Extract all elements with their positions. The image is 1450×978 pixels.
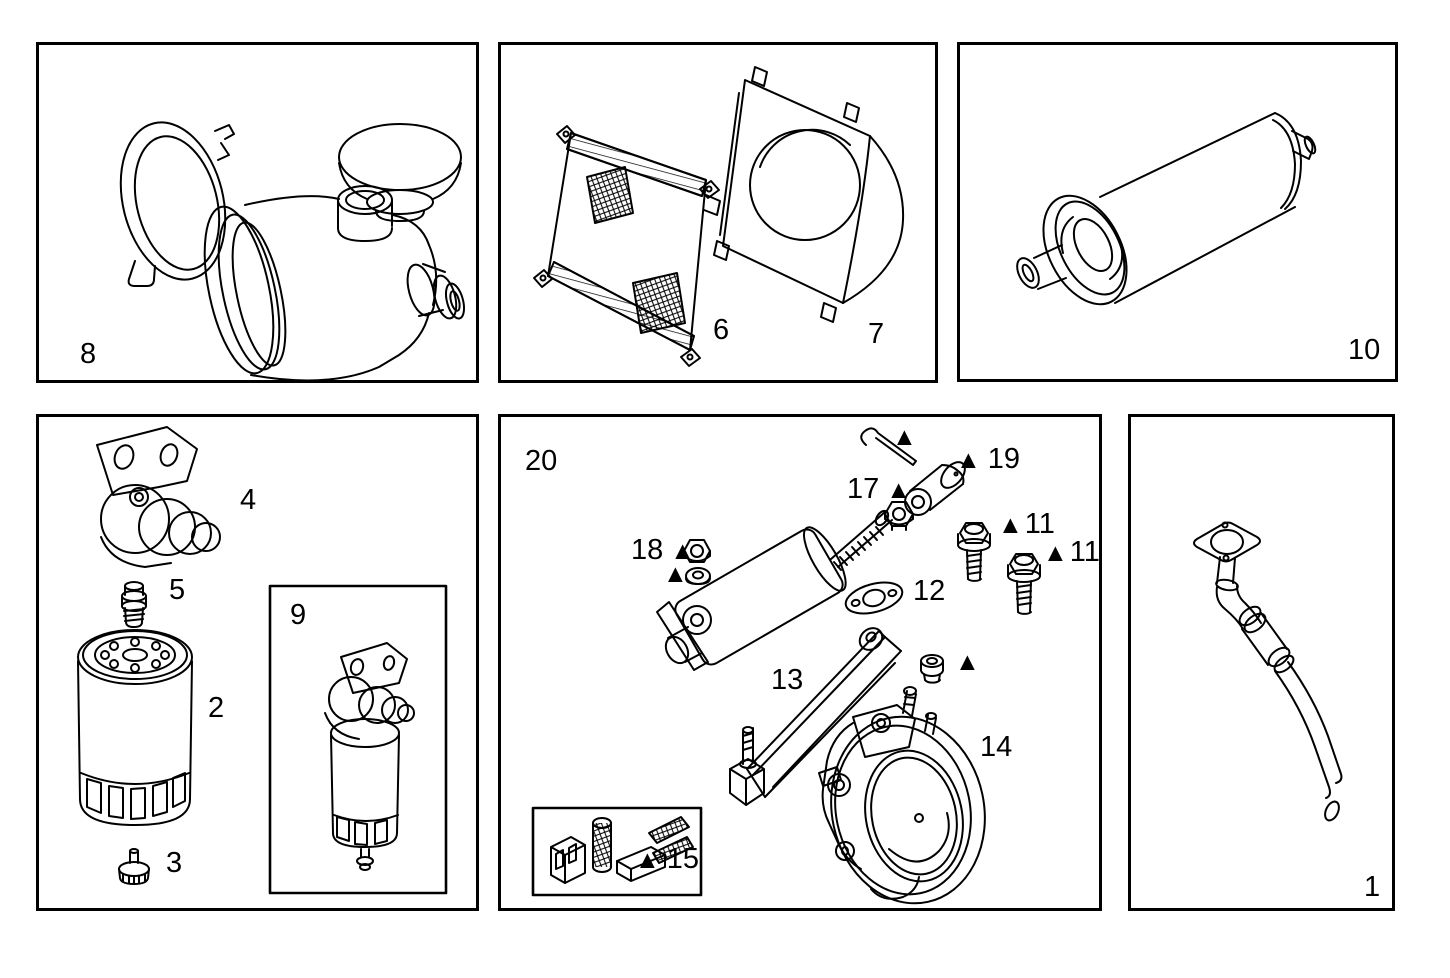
inset-box-15 [531, 806, 703, 897]
cap-drawing [338, 123, 462, 222]
part-ref-6: 6 [713, 314, 730, 346]
panel-cooling: 6 7 [498, 42, 938, 383]
part-ref-15: ▲ 15 [635, 843, 700, 875]
part-ref-5: 5 [169, 574, 186, 606]
oil-filler-art [1193, 521, 1343, 822]
pump-cylinder-drawing [656, 526, 847, 671]
cartridge-drawing [77, 629, 193, 826]
part-ref-10: 10 [1348, 334, 1381, 366]
part-ref-17: 17 ▲ [847, 473, 912, 505]
coupling-drawing [904, 461, 966, 516]
nut-17-drawing [884, 501, 914, 531]
plunger-rod-drawing [830, 509, 893, 571]
kit-marker-icon: ▲ [670, 537, 696, 565]
kit-marker-icon: ▲ [998, 511, 1023, 539]
pump-body-drawing [818, 686, 986, 905]
nut-18-drawing [683, 539, 711, 563]
part-ref-19: ▲ 19 [956, 443, 1021, 475]
part-ref-11a: ▲ 11 [998, 508, 1055, 540]
part-ref-18: 18 ▲ [631, 534, 696, 566]
muffler-art [1016, 112, 1317, 306]
panel-oil-filler: 1 [1128, 414, 1395, 911]
panel-fuel-filter: 4 5 9 2 3 [36, 414, 479, 911]
kit-marker-icon: ▲ [663, 560, 688, 588]
filler-tube-drawing [1193, 521, 1343, 822]
kit-marker-icon: ▲ [956, 446, 981, 474]
part-ref-7: 7 [868, 318, 885, 350]
part-ref-11b: ▲ 11 [1043, 536, 1100, 568]
group-ref-20: 20 [525, 445, 558, 477]
nipple-drawing [121, 581, 147, 628]
drain-plug-drawing [118, 848, 150, 885]
cap-fitting-drawing [920, 654, 944, 684]
bent-pin-drawing [860, 427, 917, 466]
fan-shroud-drawing [713, 66, 905, 323]
cooling-art [533, 66, 905, 367]
part-ref-4: 4 [240, 484, 257, 516]
part-ref-2: 2 [208, 692, 225, 724]
panel-air-cleaner: 8 [36, 42, 479, 383]
washer-drawing [685, 567, 711, 585]
fuel-pump-art [531, 427, 1041, 905]
panel-fuel-pump-group: 20 ▲ ▲ 19 17 ▲ 18 ▲ ▲ ▲ 11 ▲ 11 12 13 ▲ … [498, 414, 1102, 911]
panel-muffler: 10 [957, 42, 1398, 382]
housing-drawing [203, 185, 466, 380]
connector-kit-drawing [550, 816, 694, 884]
part-ref-13: 13 [771, 664, 804, 696]
part-ref-14: 14 [980, 731, 1013, 763]
air-cleaner-art [119, 121, 466, 380]
clamp-band-drawing [119, 121, 235, 287]
filter-assembly-drawing [324, 642, 415, 871]
kit-marker-icon: ▲ [886, 476, 912, 504]
bolt-11b-drawing [1007, 553, 1041, 615]
part-ref-1: 1 [1364, 871, 1381, 903]
kit-marker-icon: ▲ [635, 846, 660, 874]
kit-marker-icon: ▲ [955, 648, 980, 676]
part-ref-12: 12 [913, 575, 946, 607]
gasket-drawing [844, 581, 904, 615]
muffler-drawing [1016, 112, 1317, 306]
part-ref-3: 3 [166, 847, 183, 879]
kit-marker-icon: ▲ [892, 423, 917, 451]
radiator-drawing [533, 125, 721, 367]
part-ref-8: 8 [80, 338, 97, 370]
bracket-drawing [729, 627, 902, 806]
bolt-11a-drawing [957, 522, 991, 582]
kit-marker-icon: ▲ [1043, 539, 1068, 567]
inset-box-9 [268, 584, 448, 895]
part-ref-9: 9 [290, 599, 307, 631]
filter-head-drawing [96, 426, 221, 568]
fuel-filter-art [77, 426, 448, 895]
